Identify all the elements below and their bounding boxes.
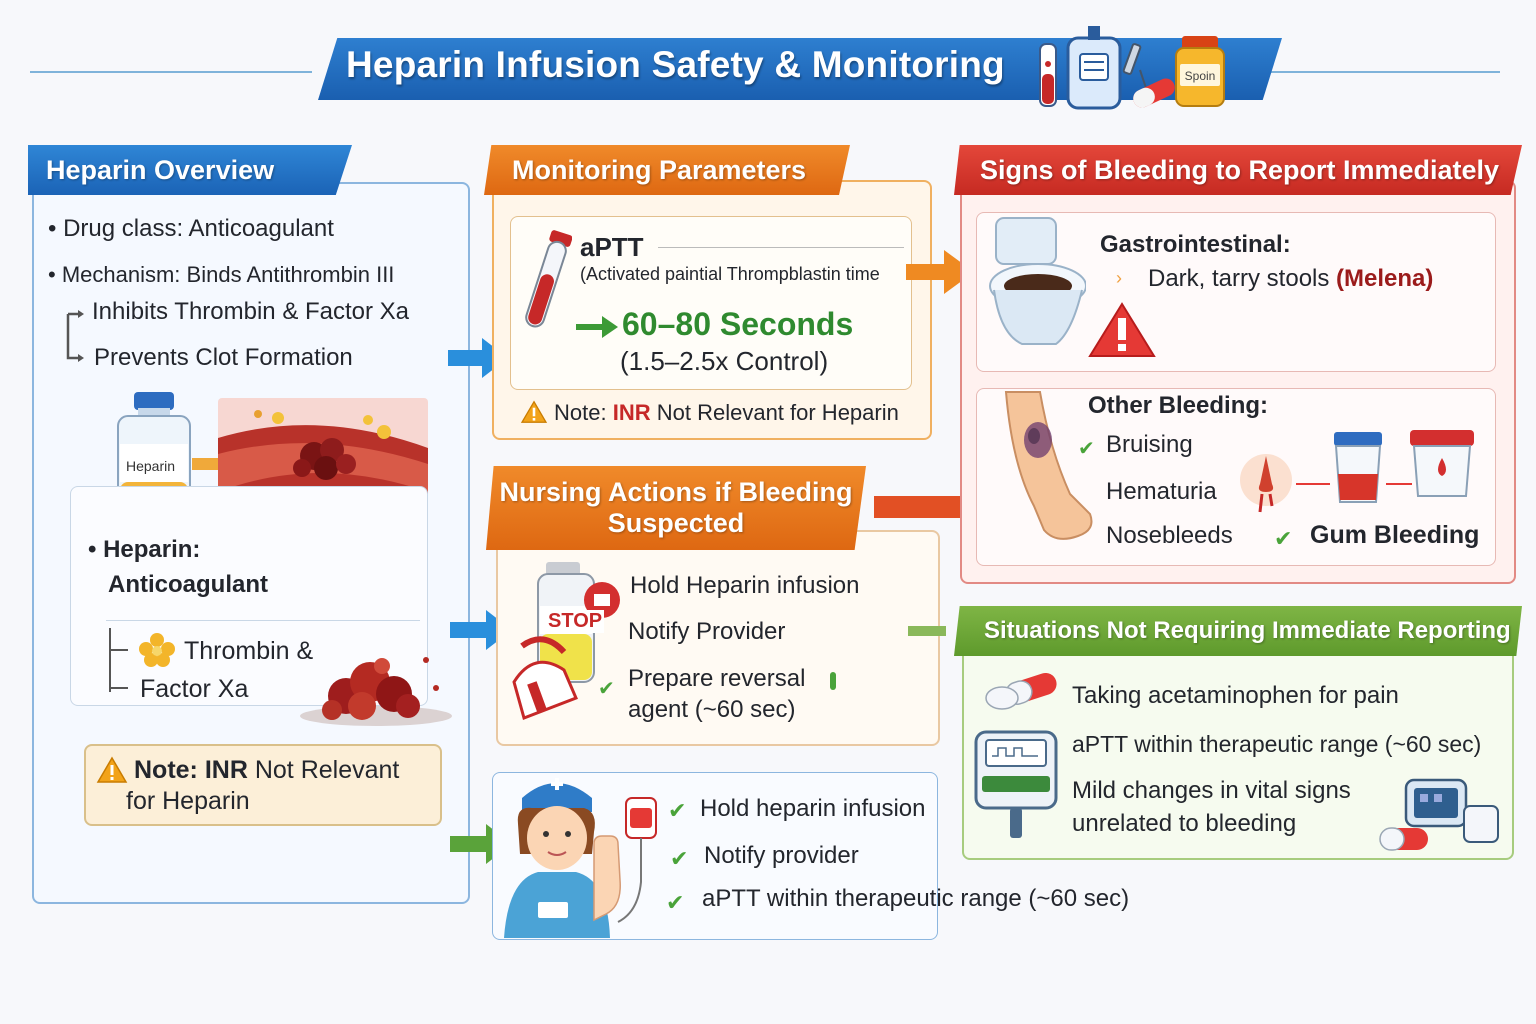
aptt-target-range: 60–80 Seconds [622,306,854,342]
check-icon: ✔ [666,890,685,915]
factor-label: Factor Xa [140,675,249,703]
inhibits-item: Inhibits Thrombin & Factor Xa [92,298,410,325]
aptt-control-ratio: (1.5–2.5x Control) [620,346,829,376]
gum-bleeding-item: Gum Bleeding [1310,521,1480,549]
check-icon: ✔ [670,846,689,871]
nurse-icon [504,778,657,938]
drug-class-item: • Drug class: Anticoagulant [48,215,334,242]
not-reporting-aptt: aPTT within therapeutic range (~60 sec) [1072,731,1482,757]
check-icon: ✔ [668,798,687,823]
stop-vial-icon [512,562,620,720]
not-reporting-acetaminophen: Taking acetaminophen for pain [1072,682,1399,709]
svg-text:Spoin: Spoin [1185,69,1216,83]
stop-label: STOP [546,610,605,633]
monitoring-header: Monitoring Parameters [484,145,850,195]
specimen-cup-icon [1410,430,1474,497]
heparin-vial-label: Heparin [126,458,176,474]
blood-test-tube-icon [525,230,572,328]
nurse-item-notify: Notify provider [704,842,859,869]
pill-capsules-icon [985,672,1057,710]
arrow-right-icon [906,250,974,294]
nursing-action-notify: Notify Provider [628,618,786,645]
chevron-right-icon: › [1116,268,1122,288]
enzyme-flower-icon [139,633,175,667]
branch-connector-icon [66,310,84,362]
overview-header: Heparin Overview [28,145,352,195]
heparin-bullet-line1: • Heparin: [88,536,201,563]
green-tick-mark [830,672,836,690]
vital-signs-monitor-icon [1379,778,1499,851]
not-reporting-header: Situations Not Requiring Immediate Repor… [954,606,1522,656]
glucometer-icon [974,730,1058,838]
heparin-bullet-line2: Anticoagulant [108,571,268,598]
not-reporting-vitals: Mild changes in vital signs [1072,777,1351,804]
overview-note-line1: Note: INR Not Relevant [134,756,400,784]
overview-note [84,744,442,826]
toilet-icon [989,217,1086,345]
connector-line [1296,483,1330,485]
aptt-label: aPTT [580,232,644,262]
blood-clot-icon [300,657,452,726]
connector-line [908,626,946,636]
bleeding-header: Signs of Bleeding to Report Immediately [954,145,1522,195]
mechanism-item: • Mechanism: Binds Antithrombin III [48,262,395,287]
nurse-item-hold: Hold heparin infusion [700,795,926,822]
medical-supplies-icon: Spoin [1039,26,1225,110]
bracket-connector-icon [109,628,128,692]
nursing-action-reversal-2: agent (~60 sec) [628,696,796,723]
bruised-arm-icon [1004,391,1093,540]
gi-item: Dark, tarry stools (Melena) [1148,265,1434,292]
check-icon: ✔ [1078,438,1095,460]
warning-icon [1088,302,1156,357]
aptt-full-name: (Activated paintial Thrompblastin time [580,264,880,284]
warning-icon [96,756,128,783]
hematuria-item: Hematuria [1106,478,1217,505]
check-icon: ✔ [598,678,615,700]
nurse-item-aptt: aPTT within therapeutic range (~60 sec) [702,885,1130,912]
divider [658,247,904,248]
overview-note-line2: for Heparin [126,787,250,815]
aptt-card [510,216,912,390]
divider [106,620,420,621]
bruising-item: Bruising [1106,431,1193,458]
page-title: Heparin Infusion Safety & Monitoring [346,44,1005,85]
check-icon: ✔ [1274,526,1293,551]
nursing-action-hold: Hold Heparin infusion [630,572,860,599]
urine-cup-icon [1334,432,1382,503]
nursing-header: Nursing Actions if Bleeding Suspected [486,466,866,550]
not-reporting-vitals-2: unrelated to bleeding [1072,810,1297,837]
monitoring-note: Note: INR Not Relevant for Heparin [554,400,899,425]
nursing-action-reversal: Prepare reversal [628,665,806,692]
title-divider-right [1270,71,1500,73]
nosebleeds-item: Nosebleeds [1106,522,1233,549]
warning-icon [520,400,548,423]
other-bleeding-title: Other Bleeding: [1088,392,1269,419]
gi-title: Gastrointestinal: [1100,231,1291,258]
title-divider-left [30,71,312,73]
prevents-item: Prevents Clot Formation [94,344,353,371]
arrow-right-icon [576,316,618,338]
connector-line [1386,483,1412,485]
nosebleed-icon [1240,454,1292,513]
thrombin-label: Thrombin & [184,637,314,665]
